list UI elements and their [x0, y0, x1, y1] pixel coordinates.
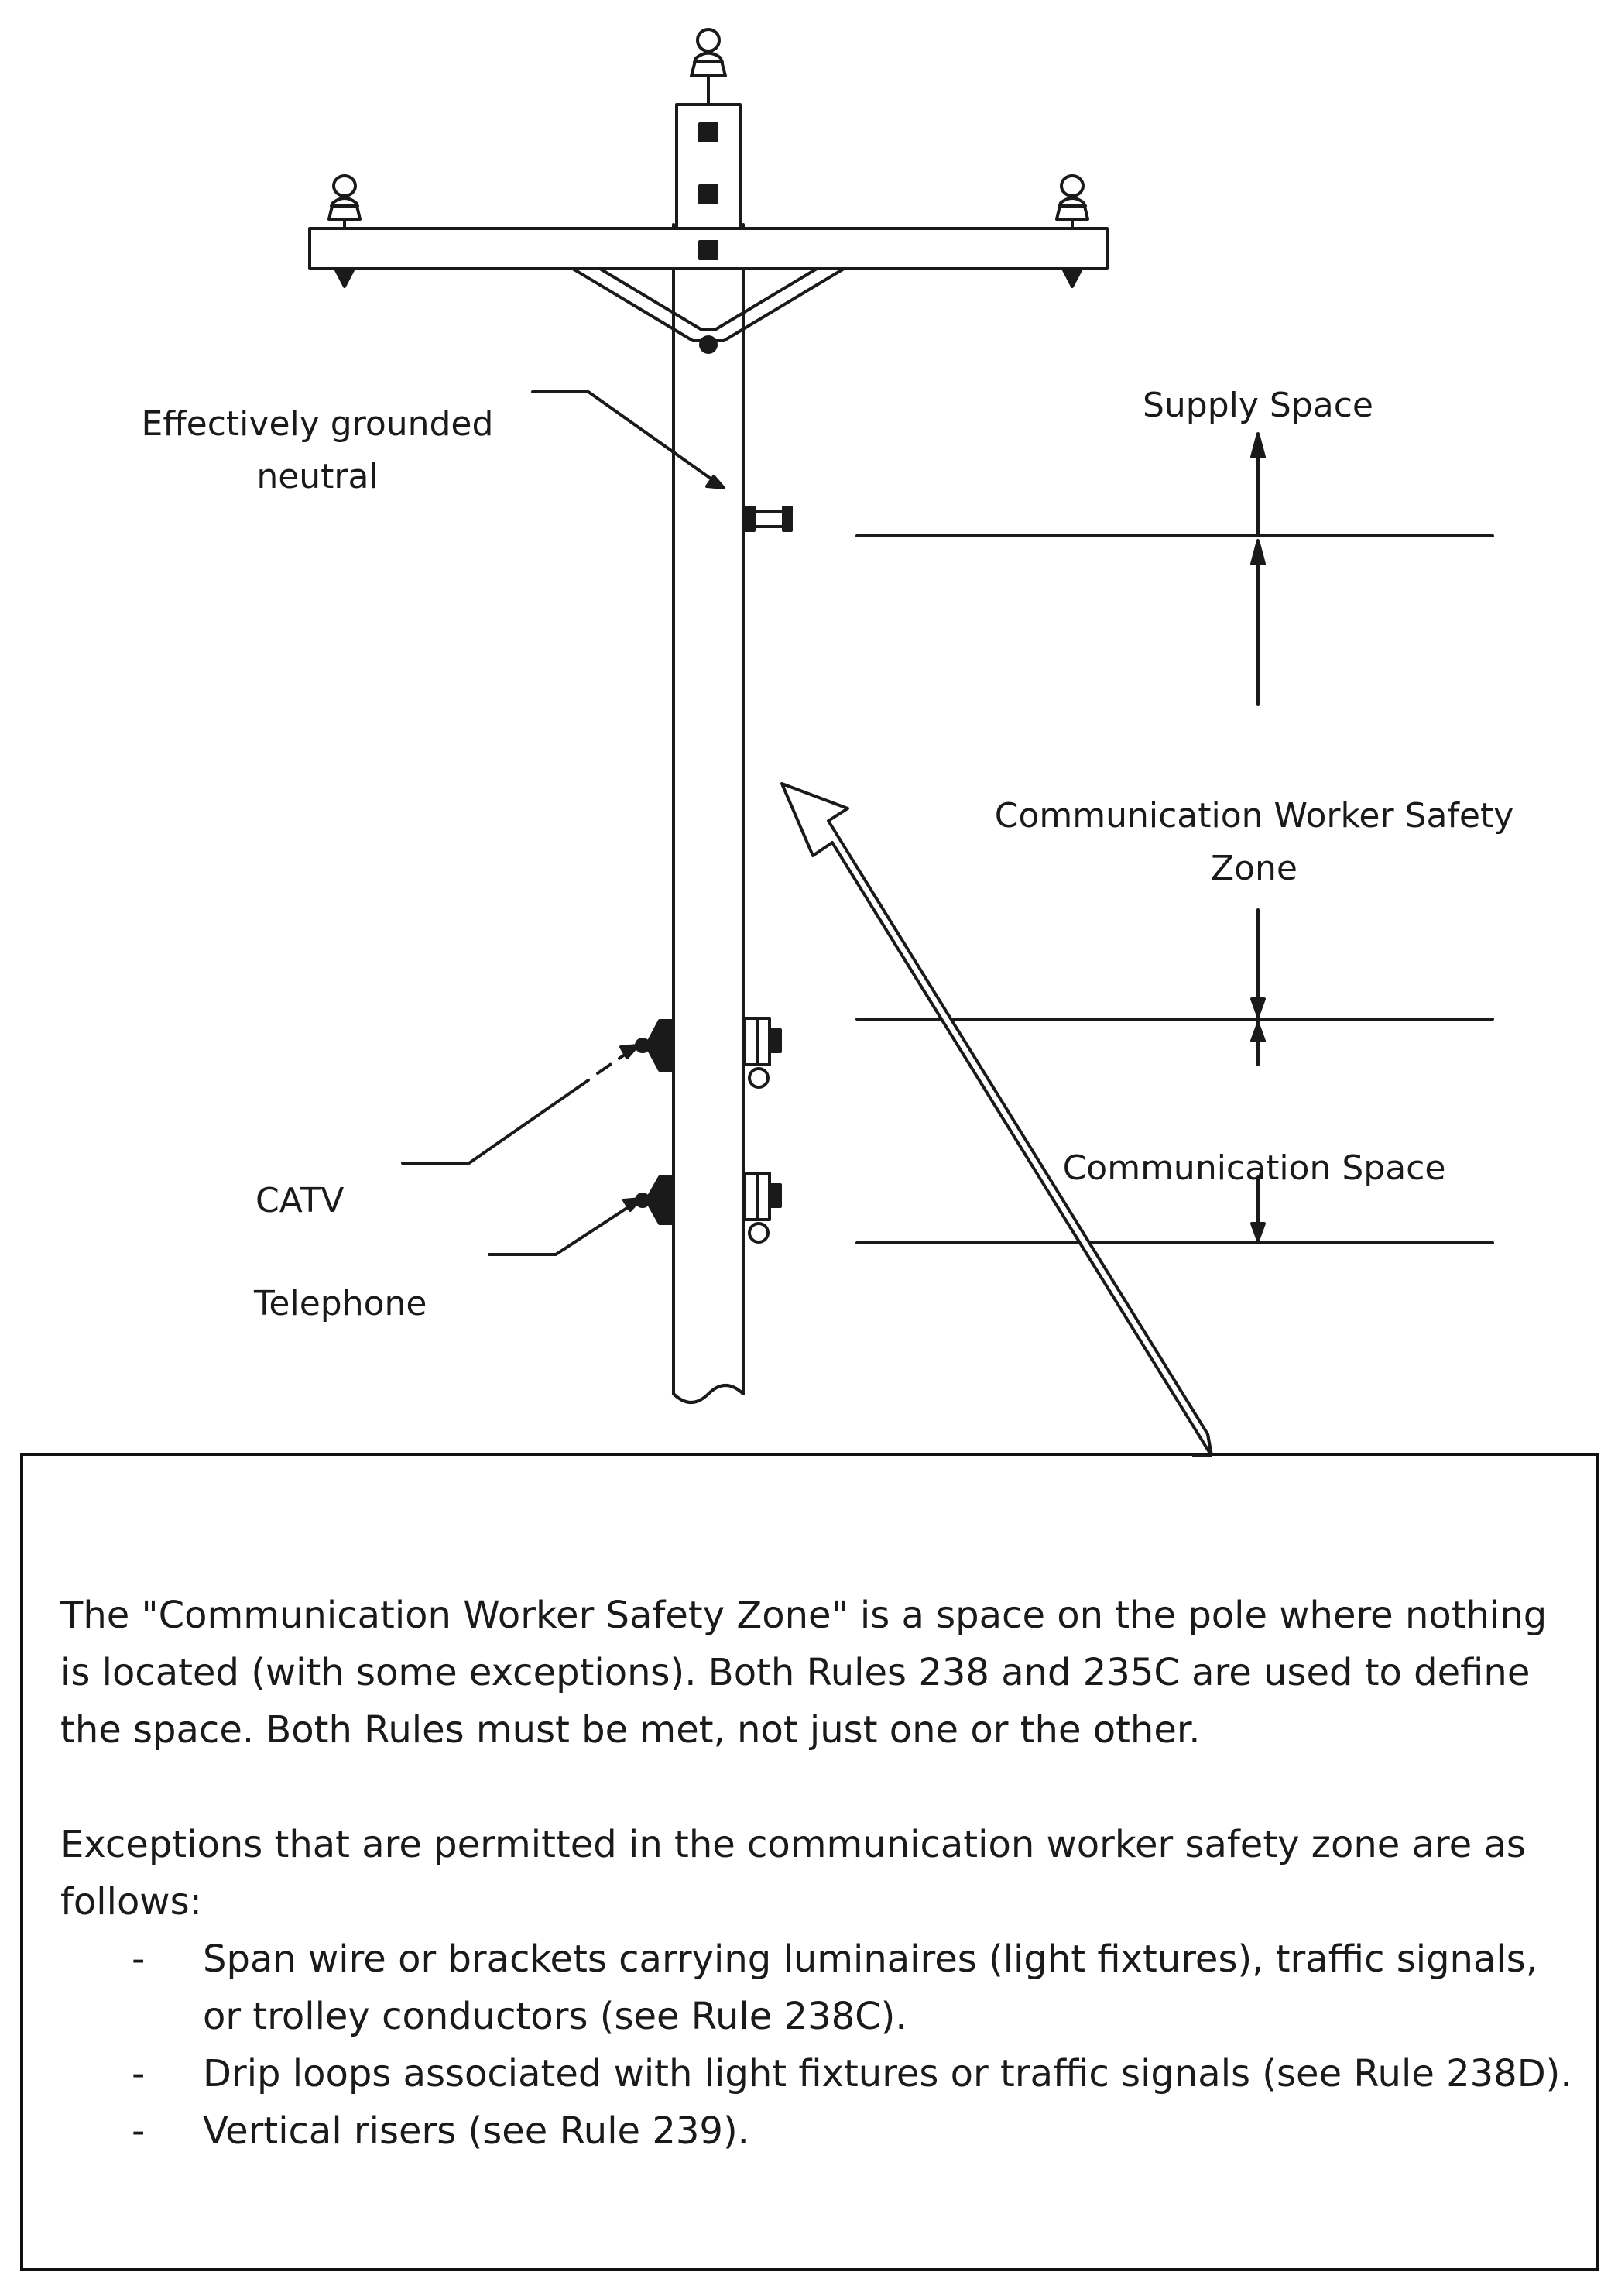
list-dash: -: [132, 2052, 146, 2095]
info-box: [20, 1453, 1599, 2271]
crossarm-braces: [571, 267, 845, 354]
supply-arrow-up: [1250, 432, 1266, 537]
exception-text: Drip loops associated with light fixture…: [203, 2052, 1572, 2095]
grounded-neutral-label: Effectively grounded neutral: [116, 398, 519, 503]
top-insulator: [690, 28, 727, 106]
supply-space-label: Supply Space: [1142, 386, 1373, 425]
neutral-leader: [531, 390, 725, 489]
info-paragraph-1: The "Communication Worker Safety Zone" i…: [60, 1594, 1548, 1752]
telephone-leader: [488, 1197, 643, 1256]
cwsz-label: Communication Worker Safety Zone: [952, 790, 1556, 895]
exceptions-list: - Span wire or brackets carrying luminai…: [60, 1930, 1578, 2160]
right-insulator: [1055, 174, 1089, 288]
exception-text: Span wire or brackets carrying luminaire…: [203, 1937, 1537, 2038]
comm-space-label: Communication Space: [1062, 1148, 1446, 1188]
cwsz-line-2: Zone: [1210, 849, 1298, 888]
catv-attachment: [635, 1017, 782, 1089]
list-dash: -: [132, 1937, 146, 1981]
exception-text: Vertical risers (see Rule 239).: [203, 2109, 749, 2153]
telephone-label: Telephone: [254, 1284, 427, 1323]
catv-label: CATV: [255, 1181, 345, 1220]
left-insulator: [327, 174, 362, 288]
comm-arrow: [1250, 1175, 1266, 1244]
neutral-attachment: [742, 506, 793, 532]
exception-item: - Drip loops associated with light fixtu…: [60, 2045, 1578, 2102]
info-paragraph-2: Exceptions that are permitted in the com…: [60, 1823, 1526, 1924]
grounded-neutral-line-2: neutral: [256, 457, 379, 496]
telephone-attachment: [635, 1172, 782, 1244]
cwsz-line-1: Communication Worker Safety: [994, 796, 1514, 836]
info-text: The "Communication Worker Safety Zone" i…: [60, 1587, 1578, 2160]
catv-leader: [401, 1044, 639, 1165]
cwsz-arrow: [1250, 908, 1266, 1066]
paragraph-gap: [60, 1759, 1578, 1816]
supply-arrow-down: [1250, 539, 1266, 706]
exception-item: - Vertical risers (see Rule 239).: [60, 2102, 1578, 2160]
crossarm: [308, 227, 1109, 270]
grounded-neutral-line-1: Effectively grounded: [141, 404, 494, 444]
list-dash: -: [132, 2109, 146, 2153]
exception-item: - Span wire or brackets carrying luminai…: [60, 1930, 1578, 2045]
